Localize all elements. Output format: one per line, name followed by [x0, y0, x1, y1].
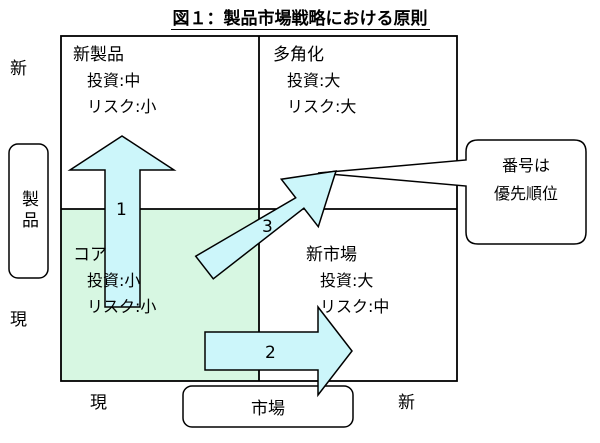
arrow-3-shape	[194, 170, 338, 280]
quadrant-new-product: 新製品 投資:中 リスク:小	[73, 42, 156, 120]
quadrant-core: コア 投資:小 リスク:小	[73, 242, 156, 320]
market-current-label: 現	[90, 393, 107, 413]
arrow-2-number: 2	[265, 343, 276, 363]
product-axis-label: 製品	[18, 190, 38, 232]
quadrant-title: 多角化	[273, 45, 324, 65]
quadrant-new-market: 新市場 投資:大 リスク:中	[306, 242, 389, 320]
quadrant-risk: リスク:大	[287, 97, 357, 116]
product-current-label: 現	[10, 310, 27, 330]
product-axis-pill	[8, 143, 49, 279]
quadrant-invest: 投資:大	[287, 71, 341, 90]
arrow-1-shape	[67, 135, 177, 308]
quadrant-title: 新製品	[73, 45, 124, 65]
callout-line-1: 番号は	[501, 156, 550, 175]
arrow-3-number: 3	[262, 217, 273, 237]
diagram-title: 図１：製品市場戦略における原則	[170, 9, 430, 30]
quadrant-invest: 投資:大	[320, 271, 374, 290]
quadrant-risk: リスク:小	[87, 297, 157, 316]
market-new-label: 新	[398, 393, 415, 413]
product-new-label: 新	[10, 59, 27, 79]
quadrant-title: コア	[73, 245, 107, 265]
arrow-2-shape	[204, 304, 353, 398]
quadrant-diversification: 多角化 投資:大 リスク:大	[273, 42, 356, 120]
quadrant-title: 新市場	[306, 245, 357, 265]
quadrant-risk: リスク:中	[320, 297, 390, 316]
market-axis-pill	[182, 385, 354, 428]
priority-callout-bubble	[317, 139, 587, 245]
callout-line-2: 優先順位	[493, 184, 558, 203]
quadrant-invest: 投資:中	[87, 71, 141, 90]
arrow-1-number: 1	[116, 200, 127, 220]
priority-callout-text: 番号は 優先順位	[466, 152, 586, 208]
market-axis-label: 市場	[251, 399, 285, 419]
quadrant-invest: 投資:小	[87, 271, 141, 290]
quadrant-risk: リスク:小	[87, 97, 157, 116]
